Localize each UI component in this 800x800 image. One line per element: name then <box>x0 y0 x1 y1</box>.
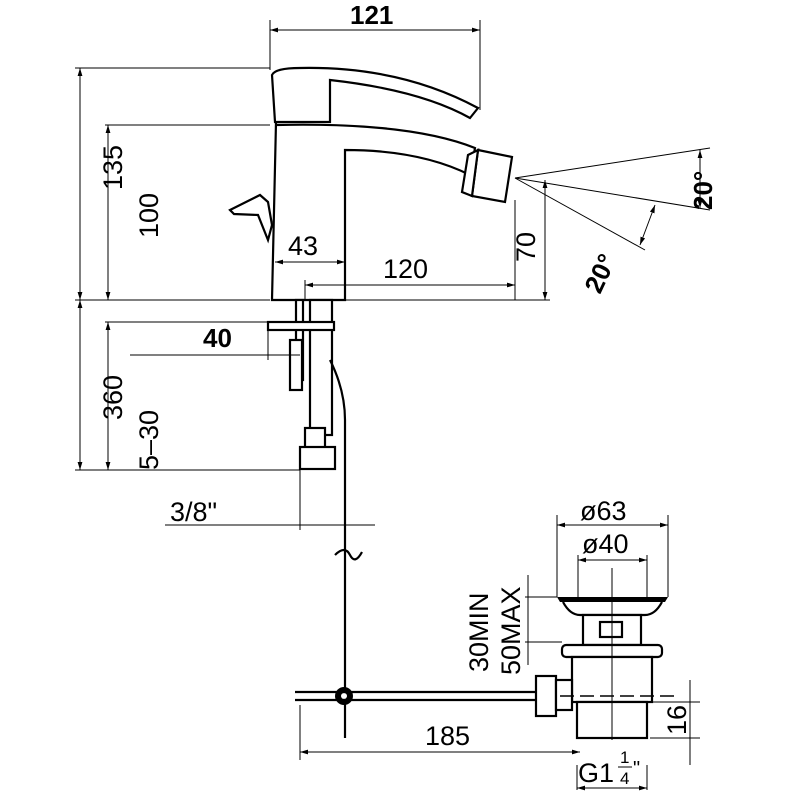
dim-connection: 3/8" <box>170 497 217 527</box>
dim-thread-size: G1 1 4 " <box>578 748 640 788</box>
thread-inch-mark: " <box>633 758 640 780</box>
thread-size-text: G1 <box>578 758 614 788</box>
dim-total-height: 135 <box>98 145 128 190</box>
dim-nozzle-height: 70 <box>511 232 541 262</box>
dim-angle-top: 20° <box>688 171 718 210</box>
dim-thickness-min: 30MIN <box>464 592 494 672</box>
dim-thickness-max: 50MAX <box>496 586 526 675</box>
dim-spout-height: 100 <box>134 193 164 238</box>
pop-up-waste <box>534 568 680 740</box>
dim-body-width: 43 <box>288 231 318 261</box>
dim-rod-length: 185 <box>425 721 470 751</box>
dim-angle-bottom: 20° <box>578 249 622 297</box>
dim-hose-length: 360 <box>98 375 128 420</box>
dim-waste-inner: ø40 <box>582 529 629 559</box>
mixer-body <box>228 66 514 302</box>
dim-fixing-width: 40 <box>203 323 232 353</box>
dim-deck-thickness: 5–30 <box>134 410 164 470</box>
dim-thread-height: 16 <box>662 705 692 735</box>
dim-spout-reach: 120 <box>383 254 428 284</box>
thread-fraction-den: 4 <box>620 769 629 788</box>
dim-waste-outer: ø63 <box>580 496 627 526</box>
thread-fraction-num: 1 <box>620 748 629 767</box>
dimension-lines <box>75 20 711 791</box>
dim-overall-length: 121 <box>350 0 393 30</box>
hoses <box>266 298 540 738</box>
